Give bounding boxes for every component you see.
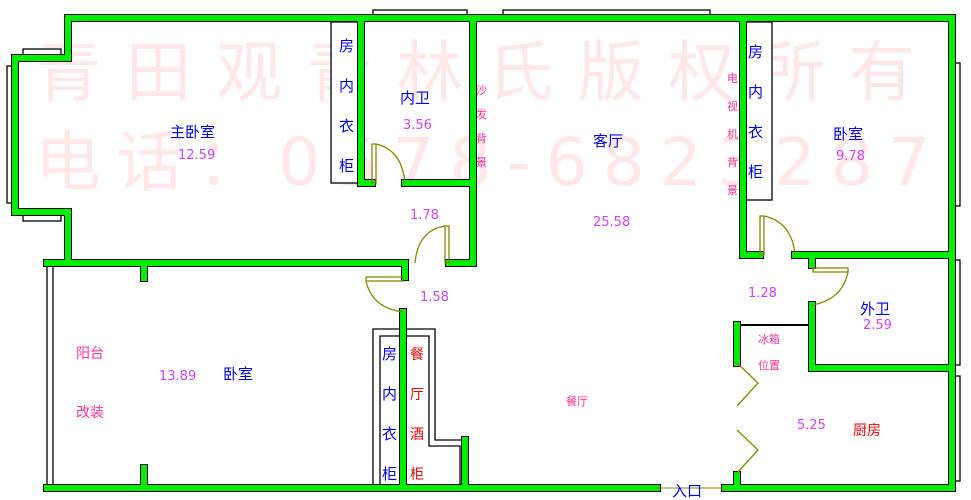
- corridor1-area: 1.78: [410, 208, 439, 223]
- inner-bath-label: 内卫: [400, 89, 430, 107]
- wardrobe-ne-char: 内: [748, 83, 763, 101]
- dining-cabinet-char: 厅: [410, 387, 424, 403]
- bedroom-sw-area: 13.89: [159, 369, 196, 384]
- entrance-label: 入口: [672, 482, 702, 500]
- bedroom-sw-label: 卧室: [223, 365, 253, 383]
- wardrobe-master-char: 衣: [339, 117, 354, 135]
- tv-wall-char: 机: [727, 127, 738, 141]
- living-room-label: 客厅: [593, 132, 623, 150]
- wardrobe-ne-char: 柜: [748, 163, 763, 181]
- sofa-wall-char: 沙: [476, 84, 487, 97]
- fridge-label: 冰箱: [758, 332, 780, 346]
- kitchen-area: 5.25: [797, 418, 826, 433]
- master-bedroom-label: 主卧室: [170, 123, 215, 141]
- wardrobe-sw-char: 内: [382, 385, 397, 403]
- tv-wall-char: 景: [727, 184, 738, 197]
- tv-wall-char: 电: [727, 72, 738, 85]
- inner-bath-area: 3.56: [403, 118, 432, 133]
- wardrobe-master-char: 柜: [339, 157, 354, 175]
- wardrobe-master-char: 内: [339, 77, 354, 95]
- bedroom-ne-label: 卧室: [833, 125, 863, 143]
- tv-wall-char: 视: [727, 99, 738, 113]
- balcony-note: 改装: [76, 405, 104, 421]
- living-room-area: 25.58: [593, 215, 630, 230]
- wardrobe-ne-char: 房: [748, 43, 763, 61]
- dining-label: 餐厅: [566, 394, 588, 408]
- kitchen-label: 厨房: [853, 423, 881, 439]
- wardrobe-sw-char: 柜: [382, 465, 397, 483]
- wardrobe-sw-char: 衣: [382, 425, 397, 443]
- bedroom-ne-area: 9.78: [836, 149, 865, 164]
- wardrobe-ne-char: 衣: [748, 123, 763, 141]
- tv-wall-char: 背: [727, 155, 738, 169]
- outer-bath-label: 外卫: [860, 300, 890, 318]
- sofa-wall-char: 景: [476, 156, 487, 169]
- wardrobe-sw-char: 房: [382, 345, 397, 363]
- sofa-wall-char: 背: [476, 131, 487, 145]
- walls: [11, 14, 956, 492]
- wardrobe-master-char: 房: [339, 37, 354, 55]
- doors: [365, 143, 849, 489]
- corridor3-area: 1.28: [748, 286, 777, 301]
- dining-cabinet-char: 酒: [410, 427, 424, 443]
- corridor2-area: 1.58: [420, 290, 449, 305]
- fridge-position: 位置: [758, 358, 780, 372]
- dining-cabinet-char: 柜: [410, 467, 424, 483]
- balcony-label: 阳台: [76, 346, 104, 362]
- dining-cabinet-char: 餐: [410, 347, 424, 363]
- outer-bath-area: 2.59: [863, 318, 892, 333]
- master-bedroom-area: 12.59: [178, 148, 215, 163]
- room-labels: 主卧室 12.59 内卫 3.56 客厅 25.58 卧室 9.78 卧室 13…: [76, 37, 892, 500]
- sofa-wall-char: 发: [476, 107, 487, 121]
